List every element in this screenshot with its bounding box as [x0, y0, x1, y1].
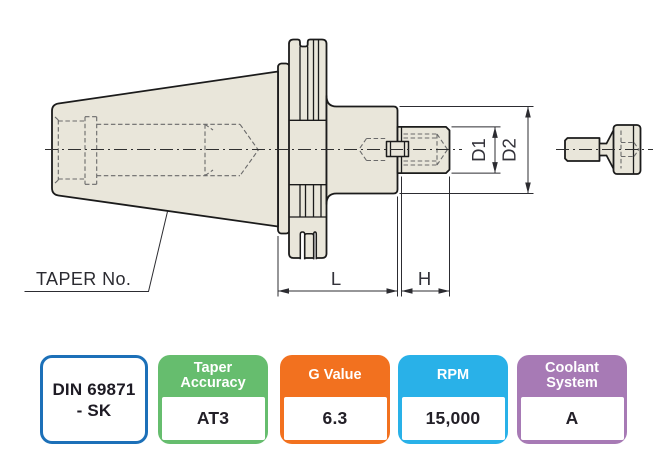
badge-standard: DIN 69871 - SK	[40, 355, 148, 444]
cone-hidden-lines	[53, 115, 259, 185]
dimensions	[24, 106, 534, 297]
badge-rpm-label: RPM	[436, 367, 470, 384]
badge-rpm-value: 15,000	[401, 397, 505, 440]
flange-groove-lines	[289, 39, 327, 218]
taper-end-step	[277, 62, 291, 235]
taper-no-label: TAPER No.	[36, 269, 131, 289]
badge-coolant-system: Coolant System A	[517, 355, 627, 444]
dim-l-label: L	[331, 268, 341, 289]
dim-d2-label: D2	[499, 138, 520, 162]
badge-coolant-system-label: Coolant System	[545, 359, 599, 391]
badge-g-value-label: G Value	[308, 367, 362, 384]
badge-g-value-value: 6.3	[283, 397, 387, 440]
pull-stud-hidden-lines	[620, 130, 640, 169]
badge-taper-accuracy-label: Taper Accuracy	[180, 359, 246, 391]
flange-drive-slots	[299, 231, 318, 260]
badge-g-value: G Value 6.3	[280, 355, 390, 444]
badge-rpm: RPM 15,000	[398, 355, 508, 444]
v-flange	[288, 38, 328, 259]
tool-holder	[51, 38, 451, 260]
badge-standard-value: DIN 69871 - SK	[52, 379, 136, 420]
badge-coolant-system-value: A	[520, 397, 624, 440]
badge-taper-accuracy: Taper Accuracy AT3	[158, 355, 268, 444]
badge-taper-accuracy-value: AT3	[161, 397, 265, 440]
dim-h-label: H	[418, 268, 431, 289]
dim-d1-label: D1	[468, 138, 489, 162]
